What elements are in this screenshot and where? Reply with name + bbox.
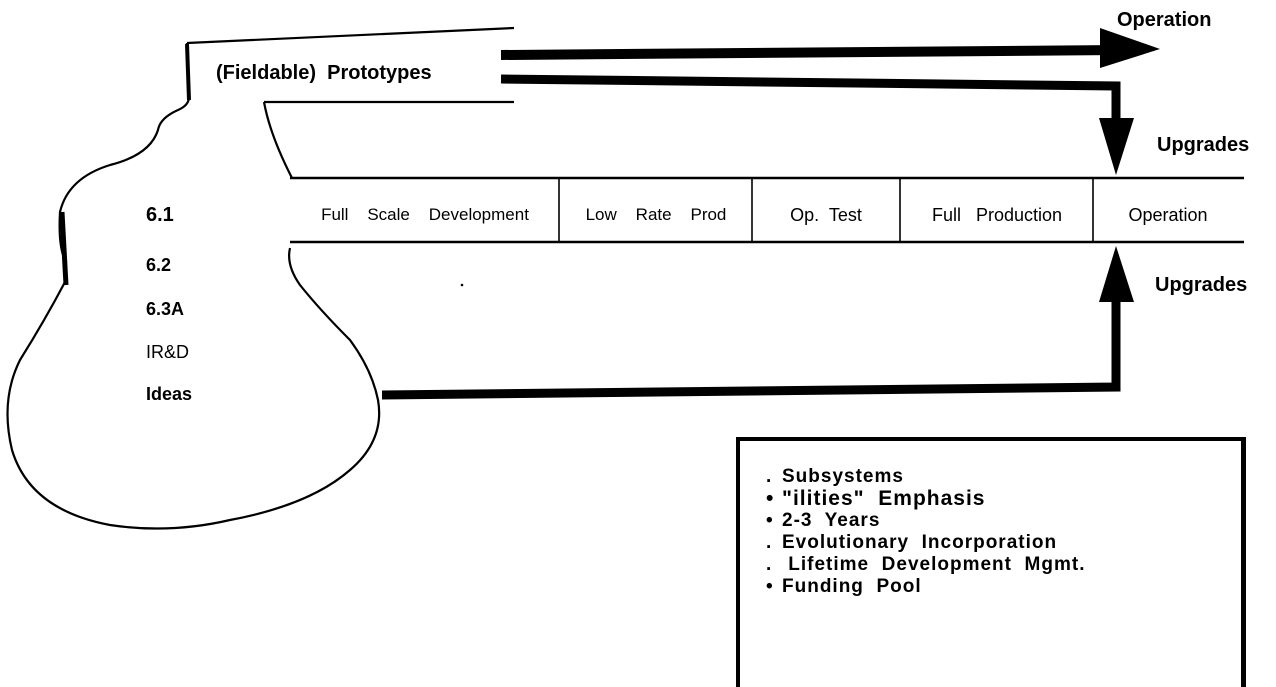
note-bullet: • <box>766 576 774 597</box>
prototype-box-slope <box>262 101 293 179</box>
note-text: 2-3 Years <box>782 510 881 531</box>
note-item: . Lifetime Development Mgmt. <box>766 554 1085 576</box>
prototypes-label: (Fieldable) Prototypes <box>216 62 432 84</box>
stage-op-test: Op. Test <box>790 205 862 225</box>
source-ir-and-d: IR&D <box>146 342 190 362</box>
operation-arrow-shaft <box>500 45 1121 60</box>
note-text: Lifetime Development Mgmt. <box>782 554 1086 575</box>
stage-full-scale-development: Full Scale Development <box>321 205 529 224</box>
upgrade-down-arrow-shaft <box>500 74 1121 120</box>
pool-top-mark <box>185 43 191 101</box>
upgrade-down-arrowhead <box>1099 118 1134 175</box>
note-bullet: . <box>766 466 773 487</box>
stage-full-production: Full Production <box>931 206 1063 224</box>
note-text: Subsystems <box>782 466 904 487</box>
note-item: • "ilities" Emphasis <box>766 488 1085 510</box>
source-ideas: Ideas <box>146 384 193 404</box>
stage-low-rate-prod: Low Rate Prod <box>585 205 727 224</box>
notes-list: . Subsystems • "ilities" Emphasis • 2-3 Yea… <box>766 466 1085 598</box>
source-6-3a: 6.3A <box>146 299 185 319</box>
stray-dot <box>460 283 464 287</box>
source-6-2: 6.2 <box>146 255 172 275</box>
note-bullet: • <box>766 510 774 531</box>
source-6-1: 6.1 <box>146 204 174 226</box>
note-item: • 2-3 Years <box>766 510 1085 532</box>
upgrade-up-arrowhead <box>1099 246 1134 302</box>
note-item: . Evolutionary Incorporation <box>766 532 1085 554</box>
note-bullet: . <box>766 554 773 575</box>
note-item: . Subsystems <box>766 466 1085 488</box>
pool-left-mark <box>59 211 69 286</box>
note-bullet: • <box>766 487 775 510</box>
note-text: Evolutionary Incorporation <box>782 532 1058 553</box>
upgrades-label-bottom: Upgrades <box>1155 274 1248 296</box>
note-item: • Funding Pool <box>766 576 1085 598</box>
note-text: Funding Pool <box>782 576 922 597</box>
note-text: "ilities" Emphasis <box>782 487 986 510</box>
stage-operation: Operation <box>1128 205 1208 225</box>
notes-box: . Subsystems • "ilities" Emphasis • 2-3 Yea… <box>736 437 1246 687</box>
idea-pool-outline <box>6 26 515 530</box>
operation-arrowhead <box>1100 28 1160 68</box>
upgrade-up-arrow-shaft <box>381 300 1121 400</box>
upgrades-label-top: Upgrades <box>1157 134 1250 156</box>
note-bullet: . <box>766 532 773 553</box>
operation-label-top: Operation <box>1117 9 1212 31</box>
